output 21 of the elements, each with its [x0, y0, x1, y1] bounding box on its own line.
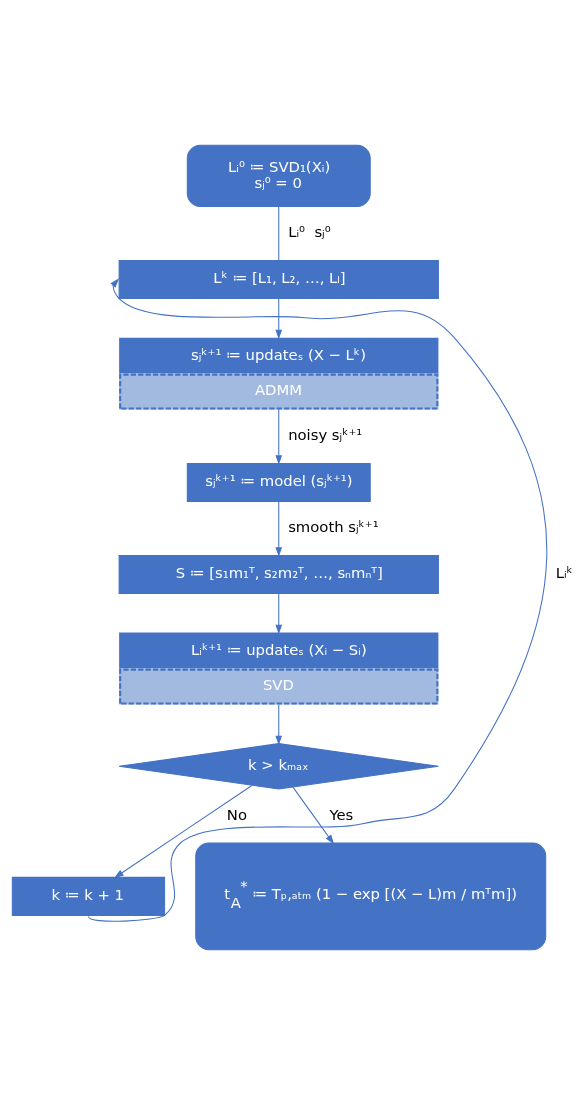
arrow	[292, 786, 335, 845]
edge-label: No	[226, 805, 247, 823]
node-box: Lᵏ ≔ [L₁, L₂, …, Lₗ]	[118, 259, 439, 300]
arrow	[275, 409, 283, 465]
node-diamond: k > kₘₐₓ	[118, 743, 439, 790]
arrow	[275, 298, 283, 340]
node-box: Lᵢ⁰ ≔ SVD₁(Xᵢ) sⱼ⁰ = 0	[186, 144, 371, 208]
node-box: sⱼᵏ⁺¹ ≔ model (sⱼᵏ⁺¹)	[186, 462, 371, 503]
connector	[278, 206, 280, 261]
arrow	[114, 784, 253, 879]
arrow	[275, 501, 283, 557]
edge-label: Yes	[329, 805, 354, 823]
edge-label: noisy sⱼᵏ⁺¹	[288, 426, 363, 444]
node-box: k ≔ k + 1	[11, 876, 166, 916]
edge-label: Lᵢ⁰ sⱼ⁰	[288, 223, 331, 241]
arrow	[87, 278, 548, 922]
edge-label: smooth sⱼᵏ⁺¹	[288, 518, 379, 536]
node-box: S ≔ [s₁m₁ᵀ, s₂m₂ᵀ, …, sₙmₙᵀ]	[118, 554, 439, 594]
edge-label: Lᵢᵏ	[555, 564, 573, 582]
arrow	[275, 704, 283, 746]
arrow	[275, 593, 283, 635]
